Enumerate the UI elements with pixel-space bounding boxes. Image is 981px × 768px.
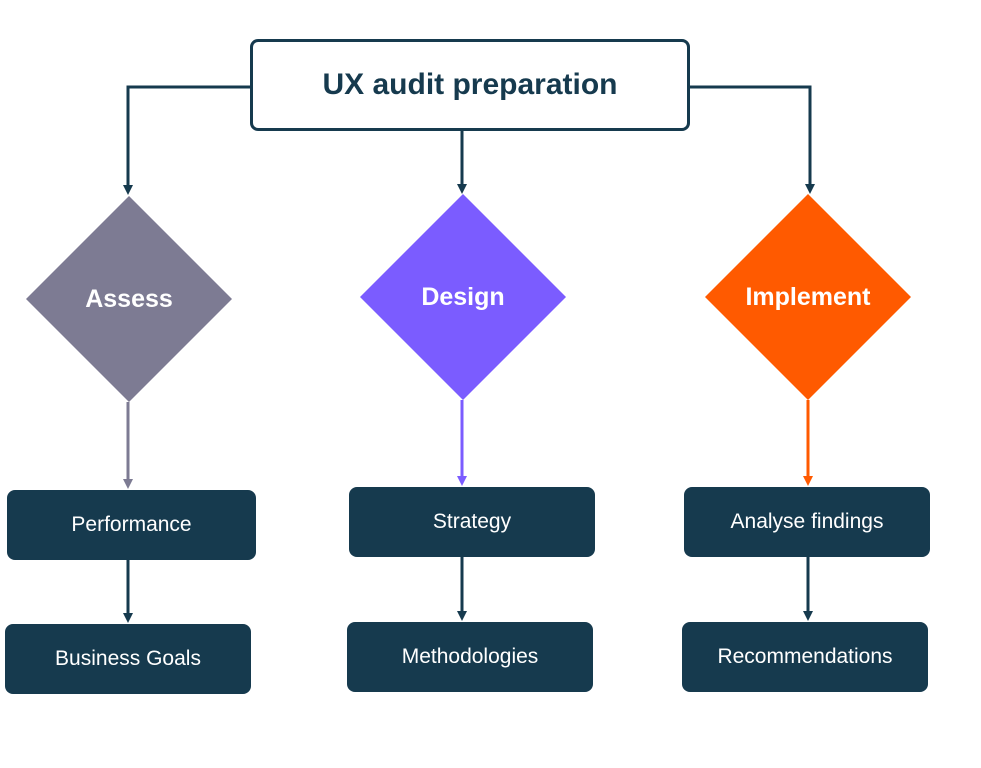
implement-diamond	[705, 194, 911, 400]
step-strategy-label: Strategy	[432, 510, 512, 533]
step-recommendations-label: Recommendations	[717, 645, 893, 668]
step-business-goals-label: Business Goals	[55, 647, 201, 670]
step-methodologies-label: Methodologies	[401, 645, 539, 668]
step-performance-label: Performance	[71, 513, 192, 536]
connector-root-to-assess	[123, 85, 250, 195]
root-node: UX audit preparation	[250, 39, 690, 131]
step-strategy: Strategy	[349, 487, 595, 557]
step-business-goals: Business Goals	[5, 624, 251, 694]
design-label: Design	[421, 283, 505, 311]
assess-label: Assess	[85, 285, 173, 313]
step-performance: Performance	[7, 490, 256, 560]
connector-root-to-implement	[690, 85, 815, 194]
design-diamond	[360, 194, 566, 400]
assess-diamond	[26, 196, 232, 402]
step-methodologies: Methodologies	[347, 622, 593, 692]
step-analyse-findings: Analyse findings	[684, 487, 930, 557]
implement-label: Implement	[745, 283, 871, 311]
root-node-label: UX audit preparation	[322, 68, 618, 101]
step-recommendations: Recommendations	[682, 622, 928, 692]
step-analyse-findings-label: Analyse findings	[730, 510, 884, 533]
